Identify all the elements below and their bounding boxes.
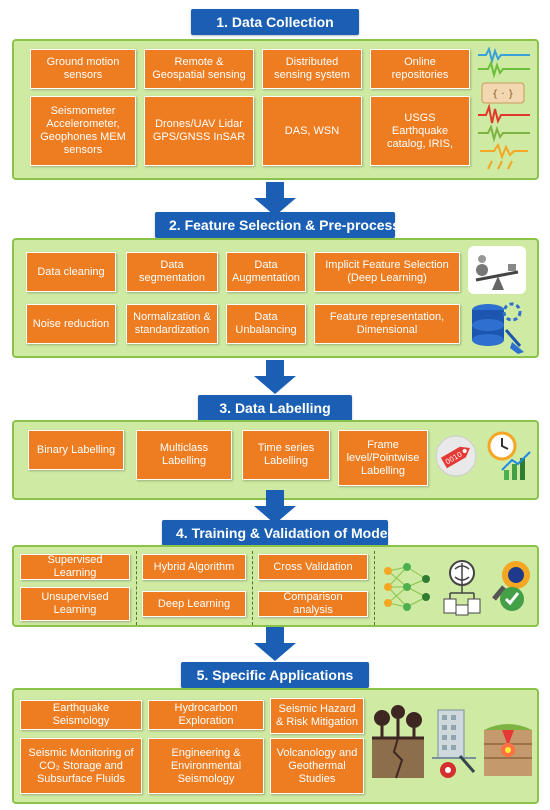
flow-arrow-icon (254, 182, 296, 216)
stage3-box: Frame level/Pointwise Labelling (338, 430, 428, 486)
building-seismograph-icon (432, 709, 476, 778)
label-tag-icon: 0010 (435, 435, 477, 477)
stage2-box: Data cleaning (26, 252, 116, 292)
stage2-box: Data segmentation (126, 252, 218, 292)
stage4-box: Unsupervised Learning (20, 587, 130, 621)
stage1-box: Online repositories (370, 49, 470, 89)
stage5-box: Volcanology and Geothermal Studies (270, 738, 364, 794)
column-divider (136, 551, 137, 625)
stage4-box: Cross Validation (258, 554, 368, 580)
stage1-box: DAS, WSN (262, 96, 362, 166)
stage2-box: Data Augmentation (226, 252, 306, 292)
seismic-waveforms-icon: { · } (478, 47, 530, 170)
stage2-box: Noise reduction (26, 304, 116, 344)
stage5-box: Seismic Monitoring of CO₂ Storage and Su… (20, 738, 142, 794)
flow-arrow-icon (254, 490, 296, 524)
stage2-box: Feature representation, Dimensional (314, 304, 460, 344)
stage4-box: Deep Learning (142, 591, 246, 617)
stage5-box: Hydrocarbon Exploration (148, 700, 264, 730)
column-divider (252, 551, 253, 625)
stage4-title: 4. Training & Validation of Model (162, 520, 391, 546)
stage1-box: Distributed sensing system (262, 49, 362, 89)
stage5-panel: Earthquake Seismology Hydrocarbon Explor… (12, 688, 539, 804)
database-cleaning-icon (472, 302, 524, 354)
stage5-title: 5. Specific Applications (181, 662, 369, 688)
flow-arrow-icon (254, 360, 296, 394)
stage5-box: Engineering & Environmental Seismology (148, 738, 264, 794)
ground-fracture-icon (372, 705, 424, 779)
clock-chart-icon (487, 431, 531, 480)
stage5-box: Earthquake Seismology (20, 700, 142, 730)
stage1-panel: Ground motion sensors Remote & Geospatia… (12, 39, 539, 180)
svg-text:{ · }: { · } (492, 89, 514, 100)
brain-flow-icon (443, 560, 481, 616)
stage1-box: Drones/UAV Lidar GPS/GNSS InSAR (144, 96, 254, 166)
stage3-title: 3. Data Labelling (198, 395, 352, 421)
neural-network-icon (384, 563, 430, 611)
flow-arrow-icon (254, 627, 296, 661)
column-divider (374, 551, 375, 625)
stage1-box: USGS Earthquake catalog, IRIS, (370, 96, 470, 166)
stage3-box: Time series Labelling (242, 430, 330, 480)
stage4-box: Comparison analysis (258, 591, 368, 617)
stage4-box: Supervised Learning (20, 554, 130, 580)
volcano-layers-icon (484, 724, 532, 776)
balance-seesaw-icon (468, 246, 526, 294)
stage1-box: Seismometer Accelerometer, Geophones MEM… (30, 96, 136, 166)
stage1-box: Ground motion sensors (30, 49, 136, 89)
stage2-box: Implicit Feature Selection (Deep Learnin… (314, 252, 460, 292)
stage2-box: Normalization & standardization (126, 304, 218, 344)
stage3-box: Binary Labelling (28, 430, 124, 470)
stage5-box: Seismic Hazard & Risk Mitigation (270, 698, 364, 734)
stage3-box: Multiclass Labelling (136, 430, 232, 480)
stage1-title: 1. Data Collection (191, 9, 359, 35)
stage3-panel: Binary Labelling Multiclass Labelling Ti… (12, 420, 539, 500)
stage4-box: Hybrid Algorithm (142, 554, 246, 580)
stage2-box: Data Unbalancing (226, 304, 306, 344)
stage1-box: Remote & Geospatial sensing (144, 49, 254, 89)
stage2-panel: Data cleaning Data segmentation Data Aug… (12, 238, 539, 358)
stage2-title: 2. Feature Selection & Pre-processing (155, 212, 421, 238)
validation-check-icon (492, 561, 530, 611)
stage4-panel: Supervised Learning Unsupervised Learnin… (12, 545, 539, 627)
